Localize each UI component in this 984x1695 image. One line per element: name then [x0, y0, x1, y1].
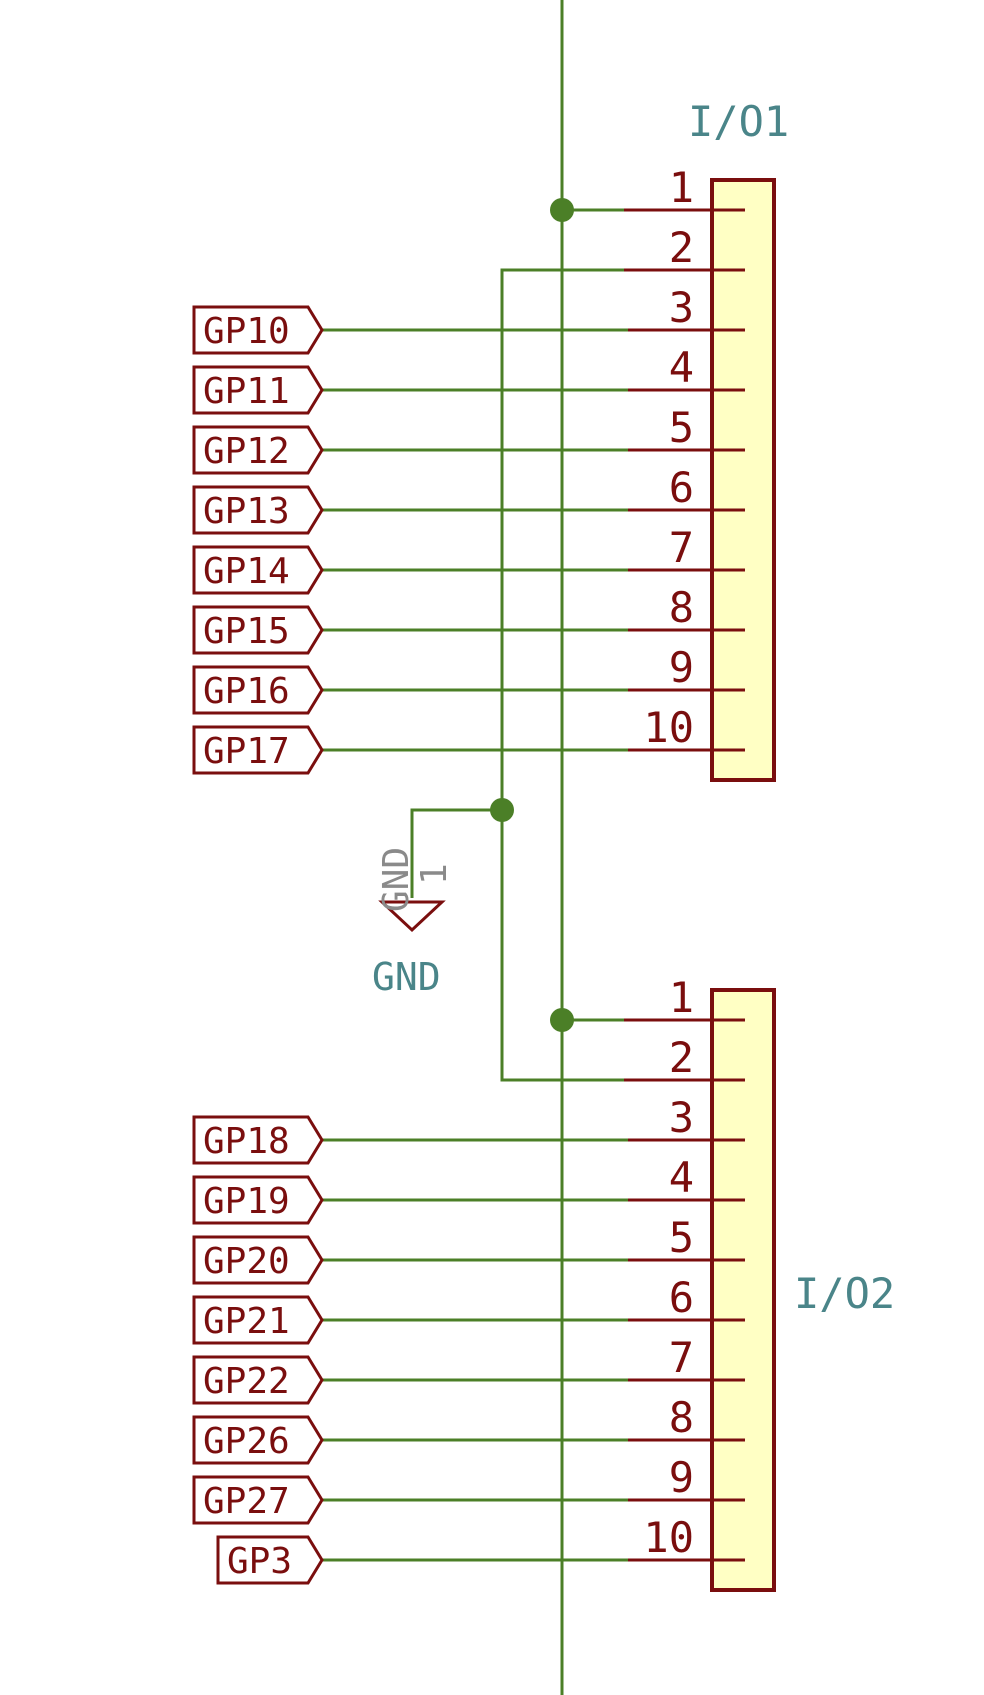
net-label-flag — [192, 365, 324, 415]
connector-io2: I/O2 1 2 3 4 5 6 7 8 9 10 GP18GP19GP20GP21GP22GP2… — [192, 973, 895, 1592]
connector-io2-pin-number: 3 — [669, 1093, 694, 1142]
net-label-flag — [192, 305, 324, 355]
gnd-ref-name: GND — [376, 847, 417, 912]
net-label-gp14: GP14 — [203, 551, 290, 592]
net-label-gp27: GP27 — [203, 1481, 290, 1522]
connector-io2-pin-number: 1 — [669, 973, 694, 1022]
gnd-bus-wire — [500, 268, 628, 1082]
net-label-flag — [192, 1475, 324, 1525]
connector-io1-pin-number: 1 — [669, 163, 694, 212]
net-label-gp19: GP19 — [203, 1181, 290, 1222]
ground-icon — [378, 900, 446, 933]
net-label-gp26: GP26 — [203, 1421, 290, 1462]
connector-io1-pin-number: 3 — [669, 283, 694, 332]
net-label-flag — [192, 545, 324, 595]
net-label-flag — [192, 485, 324, 535]
connector-io1-pin-number: 5 — [669, 403, 694, 452]
gnd-symbol-wire — [410, 808, 502, 898]
connector-io2-pin-number: 5 — [669, 1213, 694, 1262]
connector-io1-pins: 1 2 3 4 5 6 7 8 9 10 — [624, 163, 745, 752]
connector-io1-pin-number: 9 — [669, 643, 694, 692]
connector-io2-pin-number: 2 — [669, 1033, 694, 1082]
connector-io2-pin-number: 9 — [669, 1453, 694, 1502]
net-label-flag — [192, 1235, 324, 1285]
net-label-gp13: GP13 — [203, 491, 290, 532]
net-label-flag — [192, 1115, 324, 1165]
connector-io2-pin-number: 7 — [669, 1333, 694, 1382]
net-label-flag — [192, 665, 324, 715]
net-label-gp16: GP16 — [203, 671, 290, 712]
connector-io2-pin-number: 8 — [669, 1393, 694, 1442]
net-label-gp3: GP3 — [227, 1541, 292, 1582]
net-label-flag — [192, 725, 324, 775]
connector-io1-pin-number: 7 — [669, 523, 694, 572]
connector-io1-body — [710, 178, 776, 782]
net-label-gp21: GP21 — [203, 1301, 290, 1342]
net-label-gp20: GP20 — [203, 1241, 290, 1282]
net-label-flag — [216, 1535, 324, 1585]
connector-io1-pin-number: 10 — [643, 703, 694, 752]
connector-io1-pin-number: 4 — [669, 343, 694, 392]
net-label-gp10: GP10 — [203, 311, 290, 352]
junction-dot-gnd — [490, 798, 514, 822]
net-label-gp22: GP22 — [203, 1361, 290, 1402]
gnd-power-symbol: GND 1 GND — [372, 847, 455, 999]
net-label-flag — [192, 1355, 324, 1405]
gnd-value-label: GND — [372, 955, 441, 999]
connector-io1-pin-number: 6 — [669, 463, 694, 512]
connector-io2-pins: 1 2 3 4 5 6 7 8 9 10 — [624, 973, 745, 1562]
net-label-gp15: GP15 — [203, 611, 290, 652]
net-label-gp17: GP17 — [203, 731, 290, 772]
connector-io1-reference: I/O1 — [688, 97, 789, 146]
net-label-flag — [192, 1295, 324, 1345]
net-label-gp18: GP18 — [203, 1121, 290, 1162]
net-label-flag — [192, 1175, 324, 1225]
net-label-gp11: GP11 — [203, 371, 290, 412]
connector-io2-pin-number: 4 — [669, 1153, 694, 1202]
net-label-flag — [192, 425, 324, 475]
connector-io2-reference: I/O2 — [794, 1269, 895, 1318]
connector-io1-pin-number: 2 — [669, 223, 694, 272]
connector-io2-pin-number: 10 — [643, 1513, 694, 1562]
connector-io2-pin-number: 6 — [669, 1273, 694, 1322]
net-label-flag — [192, 1415, 324, 1465]
net-label-flag — [192, 605, 324, 655]
connector-io1-pin-number: 8 — [669, 583, 694, 632]
net-label-gp12: GP12 — [203, 431, 290, 472]
connector-io2-body — [710, 988, 776, 1592]
gnd-ref-pin: 1 — [414, 863, 455, 885]
